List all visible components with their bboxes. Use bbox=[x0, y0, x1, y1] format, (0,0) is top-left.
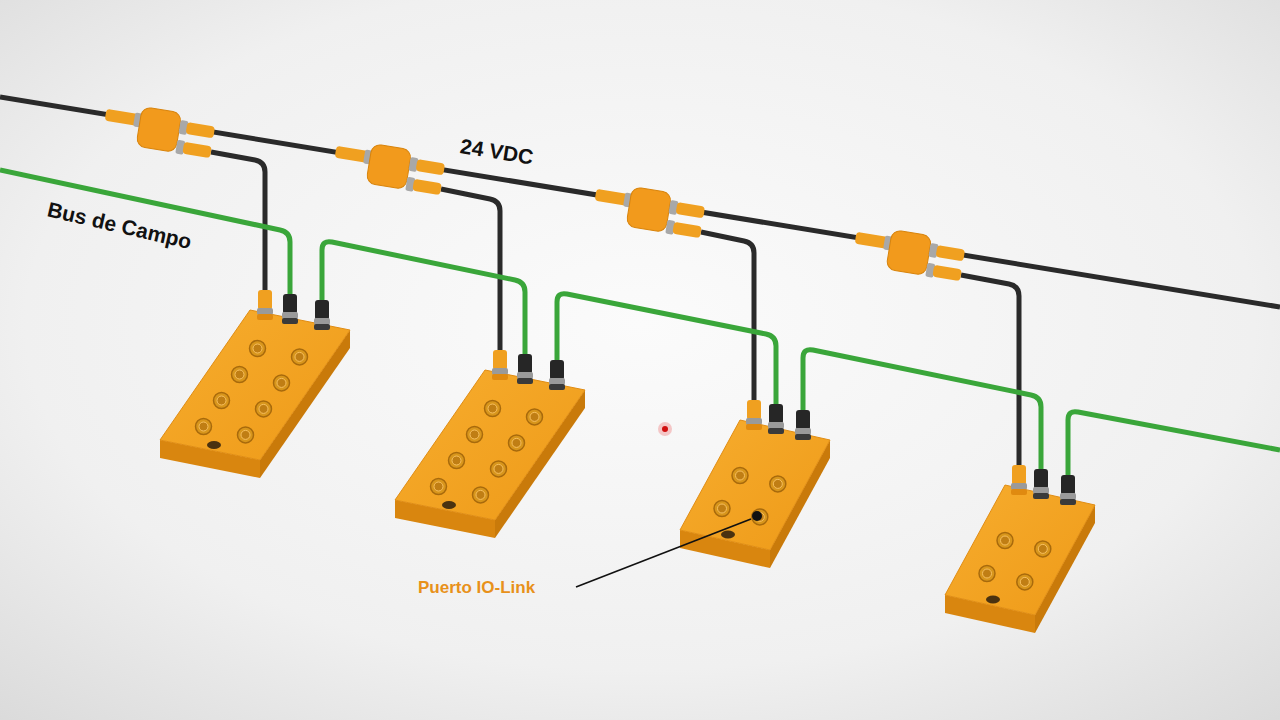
leader-line bbox=[576, 519, 751, 587]
leader-dot bbox=[752, 511, 762, 521]
fieldbus-cables bbox=[0, 170, 1280, 475]
port-label: Puerto IO-Link bbox=[418, 578, 535, 598]
io-link-master bbox=[945, 465, 1095, 633]
pointer-dot bbox=[662, 426, 668, 432]
io-link-master bbox=[680, 400, 830, 568]
power-drop-cables bbox=[211, 152, 1019, 465]
t-splitter bbox=[101, 101, 966, 282]
port-label-box: Puerto IO-Link bbox=[418, 578, 537, 598]
pointer-halo bbox=[658, 422, 672, 436]
io-link-master bbox=[160, 290, 350, 478]
io-link-master bbox=[395, 350, 585, 538]
power-cable bbox=[0, 97, 1280, 307]
